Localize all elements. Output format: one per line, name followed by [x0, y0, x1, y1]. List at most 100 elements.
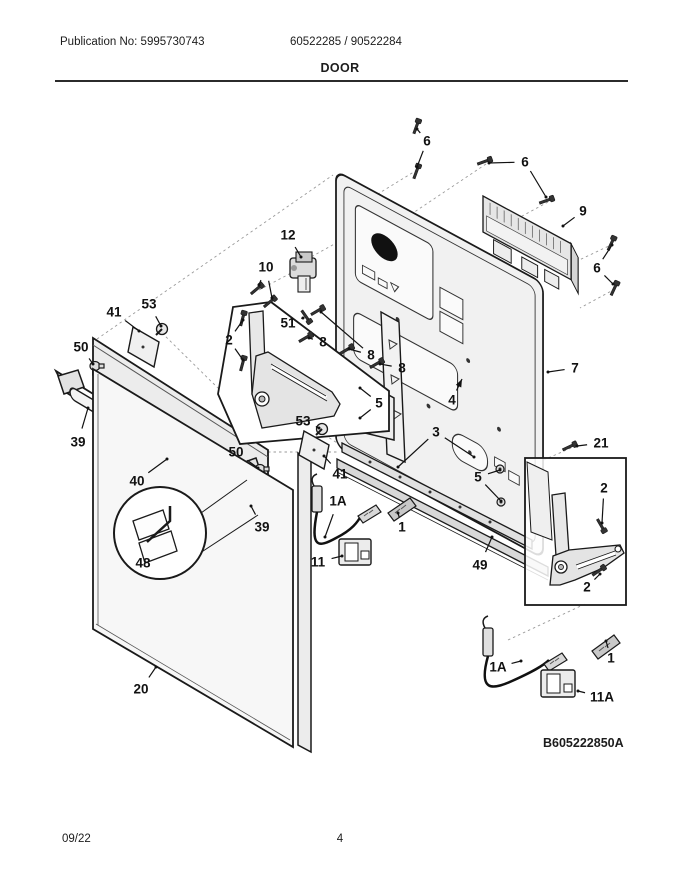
- footer-page-number: 4: [336, 833, 344, 845]
- svg-text:6: 6: [521, 155, 529, 170]
- part-label-50: 50: [228, 445, 260, 470]
- part-label-11A: 11A: [576, 689, 614, 705]
- svg-text:6: 6: [423, 134, 431, 149]
- part-label-8: 8: [378, 361, 406, 376]
- hinge-cover-plate-2: [298, 422, 330, 471]
- part-label-1A: 1A: [489, 659, 523, 675]
- part-label-12: 12: [280, 228, 303, 259]
- part-label-1A: 1A: [323, 494, 347, 539]
- part-label-8: 8: [307, 335, 327, 350]
- screw-icon: [262, 294, 278, 309]
- svg-text:8: 8: [398, 361, 406, 376]
- svg-text:3: 3: [432, 425, 440, 440]
- svg-text:7: 7: [571, 361, 579, 376]
- svg-text:50: 50: [73, 340, 88, 355]
- part-label-53: 53: [295, 414, 321, 430]
- svg-text:12: 12: [280, 228, 295, 243]
- part-label-41: 41: [322, 454, 348, 482]
- svg-text:9: 9: [579, 204, 587, 219]
- door-switch-wire: [311, 473, 417, 566]
- screw-icon: [596, 518, 608, 535]
- svg-text:8: 8: [319, 335, 327, 350]
- svg-text:39: 39: [254, 520, 269, 535]
- part-label-7: 7: [546, 361, 579, 376]
- part-label-9: 9: [561, 204, 587, 228]
- part-label-11: 11: [311, 554, 344, 570]
- part-label-50: 50: [73, 340, 95, 366]
- part-label-1: 1: [396, 511, 406, 535]
- svg-text:5: 5: [474, 470, 482, 485]
- inner-door-panel: [335, 173, 544, 556]
- screw-icon: [339, 343, 356, 355]
- screw-icon: [300, 309, 314, 325]
- title-divider: [55, 80, 628, 82]
- part-label-6: 6: [487, 155, 548, 199]
- svg-text:1: 1: [398, 520, 406, 535]
- screw-icon: [591, 563, 607, 577]
- part-label-2: 2: [600, 481, 608, 525]
- svg-text:48: 48: [135, 556, 151, 571]
- part-label-39: 39: [70, 406, 90, 450]
- svg-text:6: 6: [593, 261, 601, 276]
- svg-text:39: 39: [70, 435, 85, 450]
- part-label-53: 53: [141, 297, 163, 328]
- part-label-4: 4: [448, 378, 463, 408]
- part-label-6: 6: [415, 127, 431, 169]
- svg-text:2: 2: [600, 481, 608, 496]
- svg-text:8: 8: [367, 348, 375, 363]
- part-label-20: 20: [133, 665, 158, 697]
- handle-detail-circle: [113, 479, 259, 580]
- screw-icon: [538, 194, 556, 205]
- diagram-code: B605222850A: [543, 736, 624, 750]
- door-switch-wire-kit: [482, 615, 621, 698]
- part-label-3: 3: [396, 425, 476, 469]
- screw-icon: [606, 234, 618, 252]
- door-side-edge: [297, 451, 312, 754]
- part-label-48: 48: [135, 556, 151, 571]
- right-hinge-detail-box: [495, 457, 627, 606]
- svg-text:40: 40: [129, 474, 144, 489]
- part-label-41: 41: [106, 305, 141, 333]
- part-label-39: 39: [249, 504, 270, 535]
- svg-text:1A: 1A: [329, 494, 347, 509]
- part-label-10: 10: [257, 260, 274, 300]
- svg-text:5: 5: [375, 396, 383, 411]
- screw-icon: [412, 162, 423, 180]
- part-label-5: 5: [474, 468, 503, 503]
- model-numbers: 60522285 / 90522284: [290, 36, 402, 48]
- svg-text:41: 41: [106, 305, 122, 320]
- hinge-cover-plate: [127, 322, 169, 369]
- part-label-51: 51: [280, 316, 305, 331]
- control-board: [482, 194, 579, 296]
- left-hinge-detail-box: [217, 301, 390, 445]
- svg-text:21: 21: [593, 436, 609, 451]
- part-label-1: 1: [604, 639, 615, 666]
- publication-number: Publication No: 5995730743: [60, 36, 205, 48]
- page-title: DOOR: [320, 61, 360, 75]
- part-label-49: 49: [472, 535, 494, 573]
- footer-date: 09/22: [62, 833, 91, 845]
- svg-text:10: 10: [258, 260, 273, 275]
- svg-text:41: 41: [332, 467, 348, 482]
- screw-icon: [310, 304, 327, 316]
- part-label-6: 6: [593, 243, 615, 286]
- part-label-2: 2: [583, 572, 602, 595]
- svg-text:1A: 1A: [489, 660, 507, 675]
- svg-text:1: 1: [607, 651, 615, 666]
- screw-icon: [249, 281, 265, 296]
- door-latch: [289, 251, 317, 293]
- svg-text:50: 50: [228, 445, 243, 460]
- part-label-21: 21: [575, 436, 609, 451]
- part-label-40: 40: [129, 457, 169, 489]
- svg-text:11: 11: [311, 555, 326, 570]
- svg-text:2: 2: [583, 580, 591, 595]
- part-label-2: 2: [225, 318, 245, 362]
- svg-text:11A: 11A: [590, 690, 614, 705]
- svg-text:2: 2: [225, 333, 233, 348]
- part-label-5: 5: [358, 386, 383, 420]
- mounting-screws: [239, 117, 621, 577]
- svg-text:53: 53: [141, 297, 157, 312]
